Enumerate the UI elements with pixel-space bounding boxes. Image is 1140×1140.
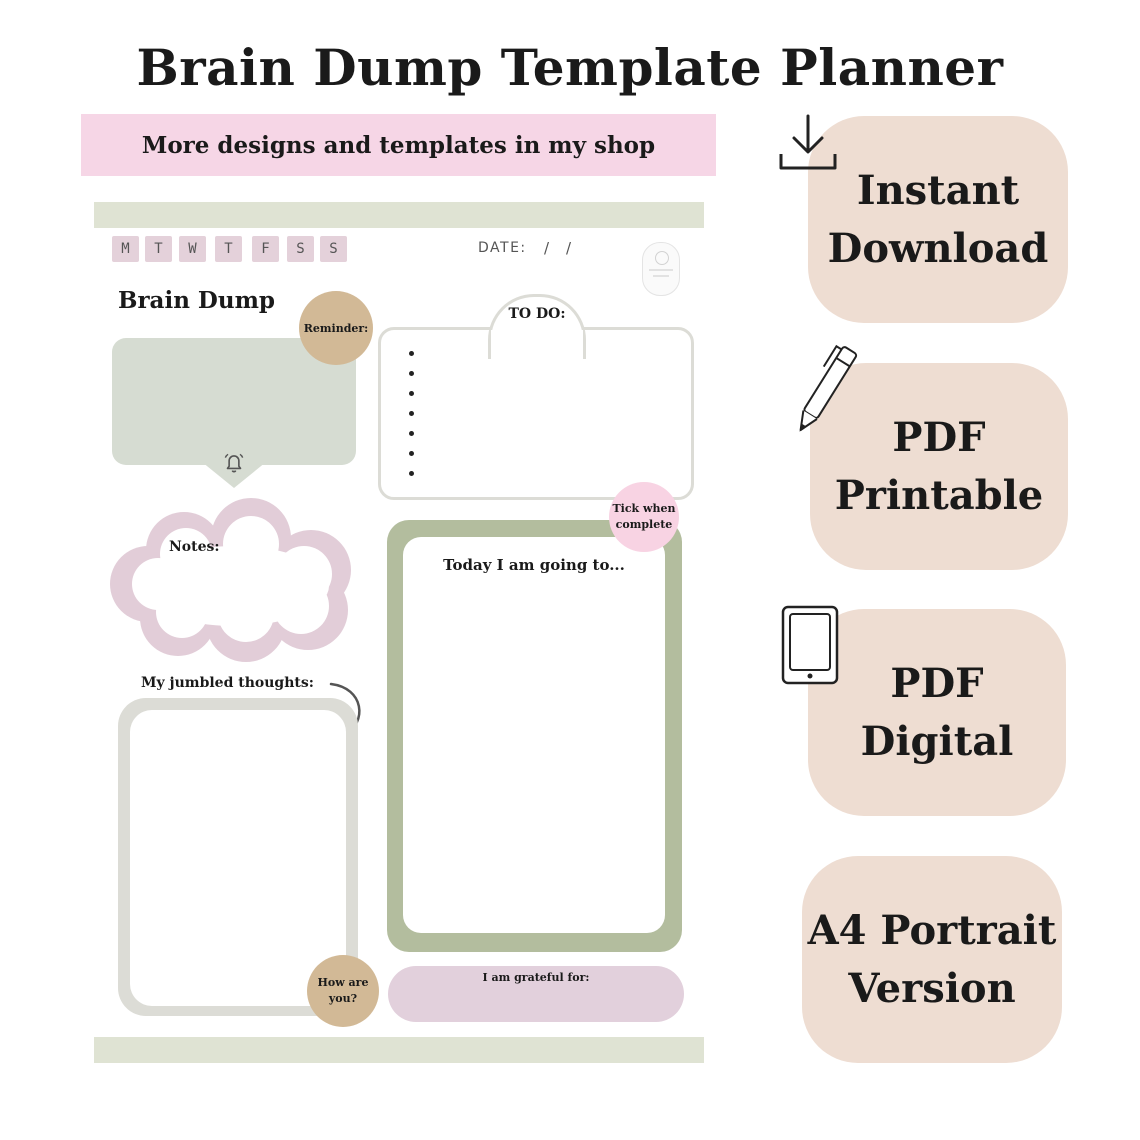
pen-icon bbox=[799, 344, 858, 432]
reminder-label: Reminder: bbox=[303, 321, 369, 335]
day-chip-sat[interactable]: S bbox=[287, 236, 314, 262]
jumbled-box[interactable] bbox=[130, 710, 346, 1006]
planner-top-band bbox=[94, 202, 704, 228]
todo-tab-joint bbox=[491, 330, 583, 340]
date-label: DATE: bbox=[478, 240, 527, 256]
brain-dump-title: Brain Dump bbox=[118, 287, 276, 314]
day-chip-sun[interactable]: S bbox=[320, 236, 347, 262]
tick-label-line1: Tick when bbox=[612, 502, 676, 515]
feature-pdf-digital: PDF Digital bbox=[808, 609, 1066, 816]
grateful-label: I am grateful for: bbox=[482, 971, 590, 984]
reminder-pointer bbox=[202, 462, 266, 488]
feature-line1: Instant bbox=[856, 166, 1020, 214]
jumbled-label: My jumbled thoughts: bbox=[141, 675, 314, 691]
tablet-icon bbox=[781, 605, 839, 685]
today-box[interactable] bbox=[403, 537, 665, 933]
date-separator: / bbox=[544, 239, 550, 257]
day-chip-fri[interactable]: F bbox=[252, 236, 279, 262]
day-chip-mon[interactable]: M bbox=[112, 236, 139, 262]
day-chip-thu[interactable]: T bbox=[215, 236, 242, 262]
feature-line2: Printable bbox=[834, 471, 1044, 519]
feature-a4-portrait: A4 Portrait Version bbox=[802, 856, 1062, 1063]
todo-bullet bbox=[409, 431, 414, 436]
todo-bullet bbox=[409, 471, 414, 476]
reminder-badge: Reminder: bbox=[299, 291, 373, 365]
feature-line2: Version bbox=[848, 964, 1016, 1012]
feature-line1: A4 Portrait bbox=[807, 906, 1057, 954]
download-icon bbox=[779, 114, 837, 170]
date-separator: / bbox=[566, 239, 572, 257]
todo-bullet bbox=[409, 411, 414, 416]
howare-line2: you? bbox=[328, 992, 358, 1005]
feature-line1: PDF bbox=[890, 659, 984, 707]
page-title: Brain Dump Template Planner bbox=[136, 38, 1004, 97]
todo-label: TO DO: bbox=[508, 306, 566, 322]
day-chip-tue[interactable]: T bbox=[145, 236, 172, 262]
shop-banner[interactable]: More designs and templates in my shop bbox=[81, 114, 716, 176]
tick-label-line2: complete bbox=[615, 518, 673, 531]
todo-bullet bbox=[409, 391, 414, 396]
feature-line1: PDF bbox=[892, 413, 986, 461]
day-chip-wed[interactable]: W bbox=[179, 236, 206, 262]
today-label: Today I am going to... bbox=[443, 556, 625, 574]
feature-instant-download: Instant Download bbox=[808, 116, 1068, 323]
planner-bottom-band bbox=[94, 1037, 704, 1063]
brand-logo bbox=[642, 242, 680, 296]
shop-banner-label: More designs and templates in my shop bbox=[141, 131, 656, 159]
how-are-you-badge: How are you? bbox=[307, 955, 379, 1027]
tick-complete-badge: Tick when complete bbox=[609, 482, 679, 552]
notes-label: Notes: bbox=[169, 539, 220, 555]
feature-pdf-printable: PDF Printable bbox=[810, 363, 1068, 570]
todo-bullet bbox=[409, 351, 414, 356]
todo-bullet bbox=[409, 371, 414, 376]
grateful-box[interactable] bbox=[388, 966, 684, 1022]
bell-icon bbox=[224, 453, 244, 473]
notes-cloud[interactable] bbox=[106, 498, 362, 664]
todo-bullet bbox=[409, 451, 414, 456]
feature-line2: Digital bbox=[860, 717, 1014, 765]
howare-line1: How are bbox=[317, 976, 369, 989]
todo-tab bbox=[488, 294, 586, 359]
feature-line2: Download bbox=[827, 224, 1049, 272]
